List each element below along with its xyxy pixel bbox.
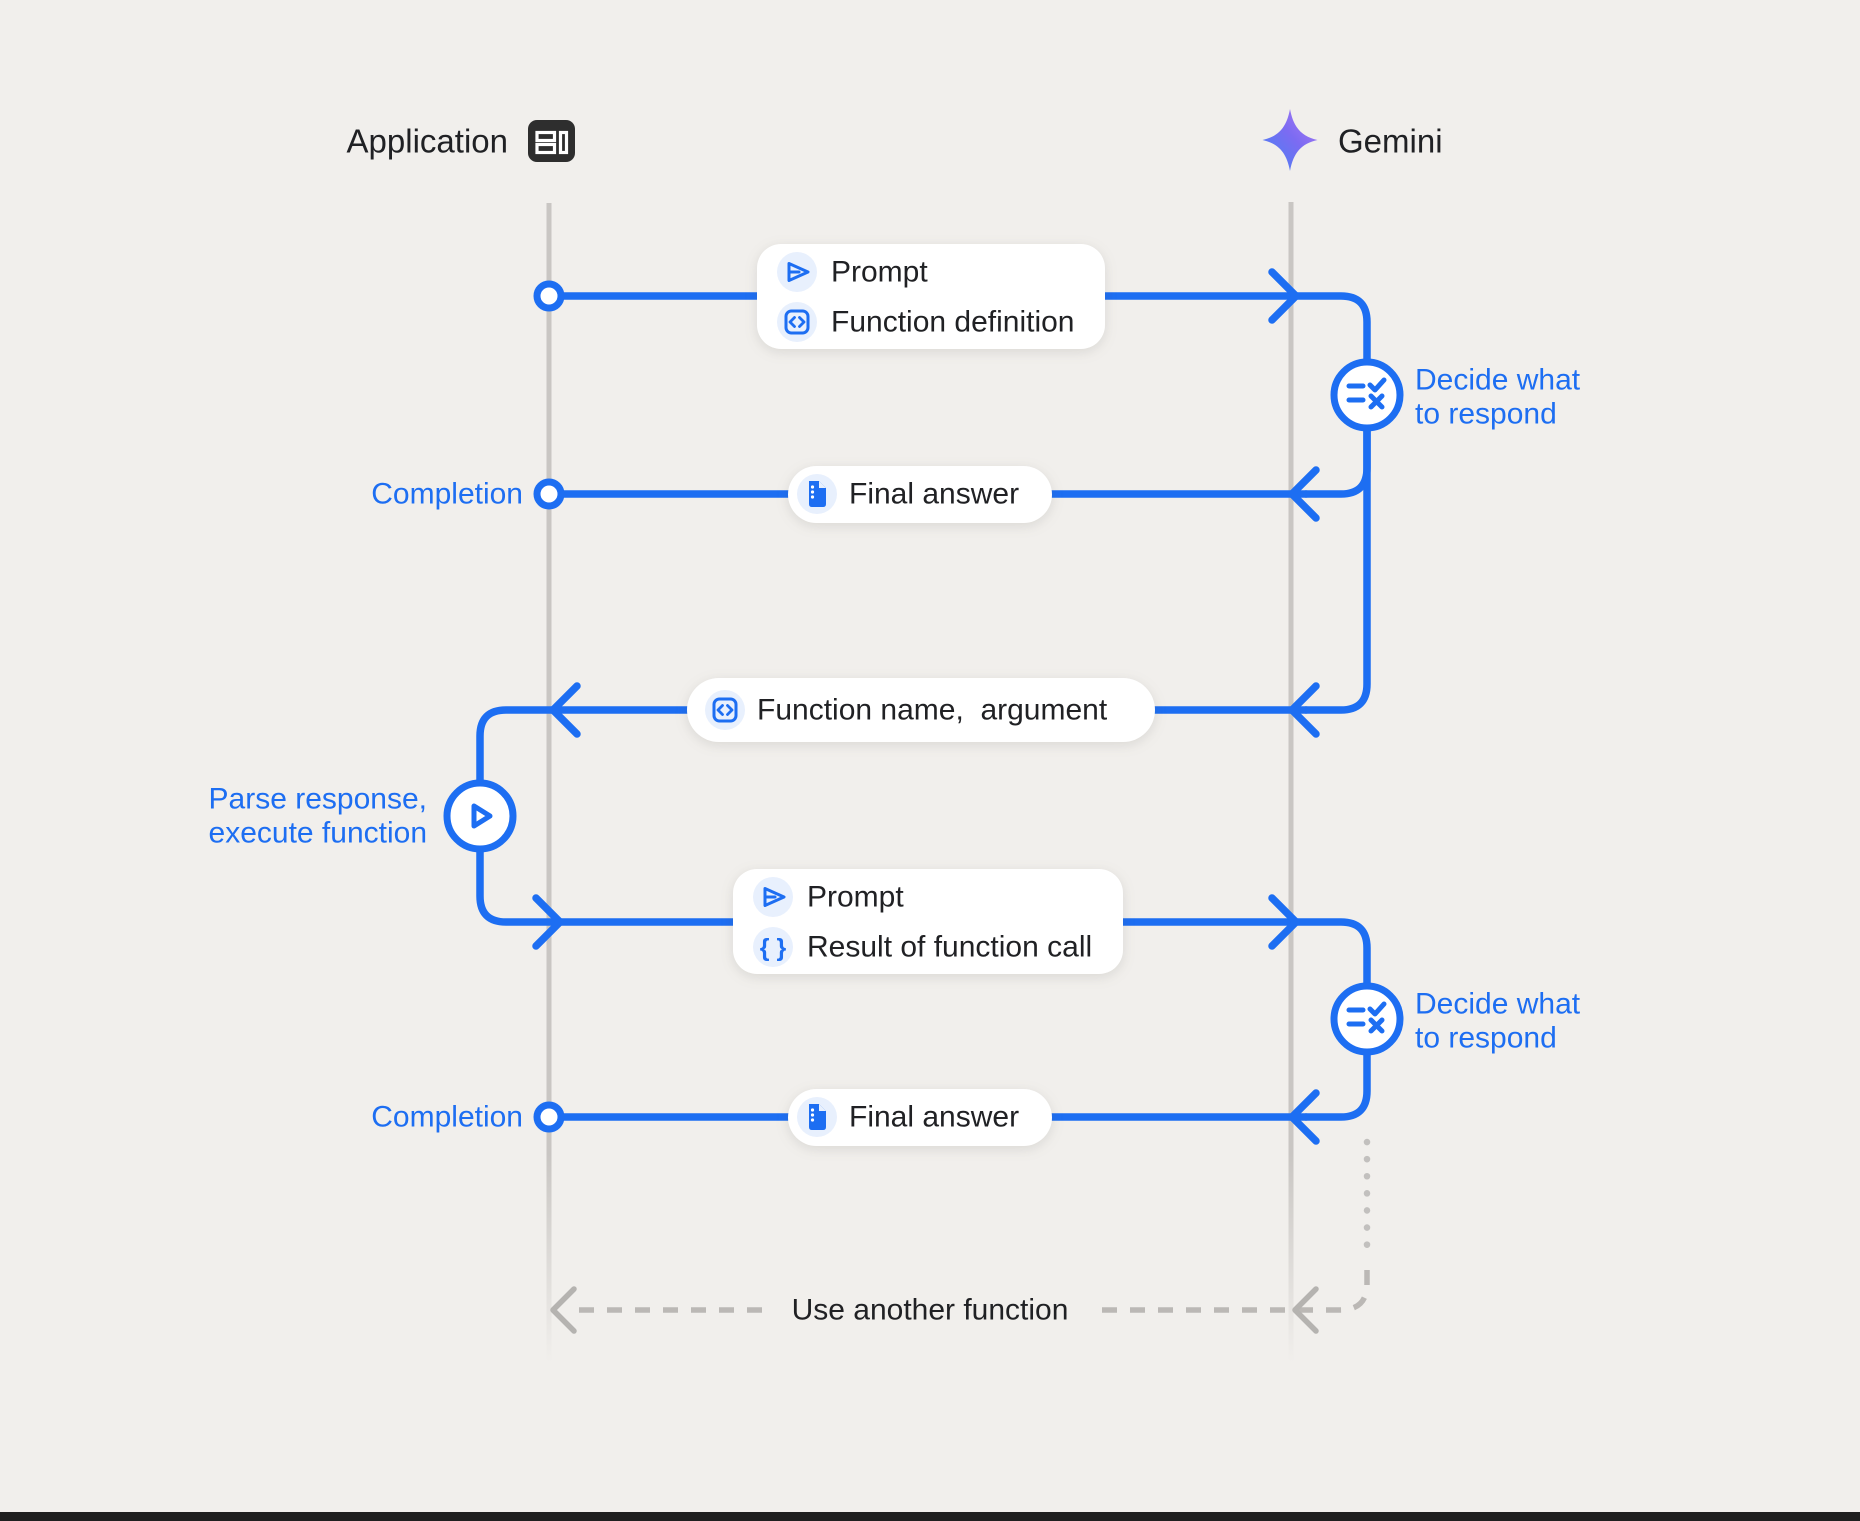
parse-label-line2: execute function xyxy=(209,817,427,850)
bottom-border-bar xyxy=(0,1512,1860,1521)
arrowhead-left-row3-app xyxy=(549,682,581,738)
card-label: Final answer xyxy=(849,478,1019,511)
application-process-trunk xyxy=(476,846,560,926)
branch-final-answer-1 xyxy=(1302,426,1371,498)
node-start-row1 xyxy=(533,280,565,312)
card-prompt-function-result: Prompt { } Result of function call xyxy=(733,869,1123,974)
use-another-function-loop xyxy=(550,1138,1371,1334)
actor-gemini: Gemini xyxy=(1262,109,1443,171)
application-lifeline xyxy=(546,203,552,1363)
document-icon xyxy=(809,1104,826,1130)
actor-application: Application xyxy=(347,120,575,162)
card-final-answer-2: Final answer xyxy=(788,1089,1052,1146)
card-row-label: Prompt xyxy=(831,256,928,289)
parse-label-line1: Parse response, xyxy=(209,783,427,816)
card-row-label: Function definition xyxy=(831,306,1075,339)
arrowhead-right-row4-app xyxy=(532,894,564,950)
braces-icon: { } xyxy=(760,934,787,962)
decide-icon xyxy=(1346,1001,1387,1034)
card-prompt-function-definition: Prompt Function definition xyxy=(757,244,1105,349)
decide-icon xyxy=(1346,377,1387,410)
braces-icon-chip xyxy=(753,927,793,967)
document-icon xyxy=(809,481,826,507)
node-completion-1 xyxy=(533,478,565,510)
use-another-function-label: Use another function xyxy=(792,1294,1069,1327)
arrowhead-left-row2 xyxy=(1288,466,1320,522)
decide-label-1-line2: to respond xyxy=(1415,398,1557,431)
arrow-result-to-gemini xyxy=(556,918,1371,990)
parse-execute-circle xyxy=(443,779,517,853)
arrow-function-name xyxy=(476,706,1310,786)
card-final-answer-1: Final answer xyxy=(788,466,1052,523)
application-label: Application xyxy=(347,123,508,160)
code-chip-icon-chip xyxy=(705,690,745,730)
code-chip-icon xyxy=(712,697,738,723)
completion-label-1: Completion xyxy=(371,478,523,511)
decide-circle-2 xyxy=(1330,982,1404,1056)
arrowhead-left-row3-gemini xyxy=(1288,682,1320,738)
gemini-label: Gemini xyxy=(1338,123,1443,160)
card-row-label: Prompt xyxy=(807,881,904,914)
gray-arrowhead-app xyxy=(550,1286,577,1334)
arrow-prompt-to-gemini xyxy=(557,292,1371,366)
play-icon xyxy=(471,803,493,829)
dashed-return-right xyxy=(1102,1262,1370,1313)
gemini-sparkle-icon xyxy=(1262,109,1318,171)
arrowhead-right-row1 xyxy=(1268,268,1300,324)
node-completion-2 xyxy=(533,1101,565,1133)
code-chip-icon-chip xyxy=(777,302,817,342)
card-function-name-argument: Function name, argument xyxy=(687,678,1155,742)
decide-label-2-line2: to respond xyxy=(1415,1022,1557,1055)
gemini-lifeline xyxy=(1288,202,1294,1363)
send-icon xyxy=(787,262,810,282)
gemini-process-trunk-1 xyxy=(1302,424,1371,714)
code-chip-icon xyxy=(784,309,810,335)
gray-arrowhead-gemini xyxy=(1292,1286,1319,1334)
app-window-icon xyxy=(528,120,575,162)
send-icon xyxy=(763,887,786,907)
arrowhead-right-row4-gemini xyxy=(1268,894,1300,950)
gemini-process-trunk-2 xyxy=(1302,1048,1371,1121)
card-label: Final answer xyxy=(849,1101,1019,1134)
decide-label-2-line1: Decide what xyxy=(1415,988,1581,1021)
decide-circle-1 xyxy=(1330,358,1404,432)
decide-label-1-line1: Decide what xyxy=(1415,364,1581,397)
arrowheads xyxy=(532,268,1320,1145)
card-row-label: Result of function call xyxy=(807,931,1092,964)
arrowhead-left-row5 xyxy=(1288,1089,1320,1145)
completion-label-2: Completion xyxy=(371,1101,523,1134)
card-label: Function name, argument xyxy=(757,694,1108,727)
